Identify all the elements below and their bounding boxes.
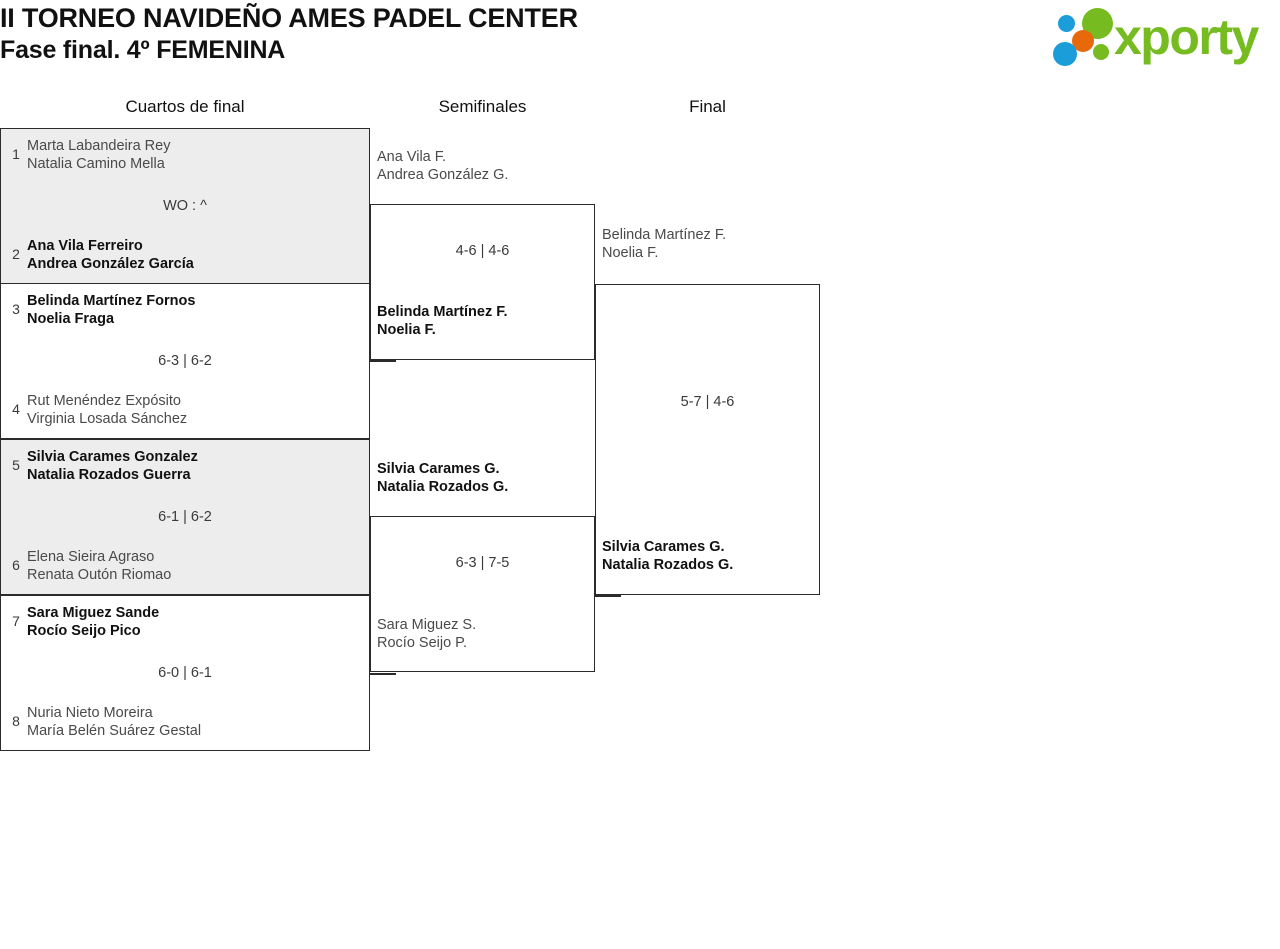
player-name: Noelia F. — [602, 245, 659, 261]
player-name: Natalia Rozados Guerra — [27, 467, 191, 483]
match-score: WO : ^ — [163, 198, 207, 214]
match-quarterfinal-1[interactable]: 1 Marta Labandeira Rey Natalia Camino Me… — [0, 128, 370, 284]
title-block: II TORNEO NAVIDEÑO AMES PADEL CENTER Fas… — [0, 2, 900, 66]
team-quarterfinal-3-bottom: Elena Sieira Agraso Renata Outón Riomao — [27, 548, 363, 584]
logo-dot-blue-top-left-icon — [1058, 15, 1075, 32]
seed-number: 6 — [12, 557, 20, 573]
xporty-logo[interactable]: xporty — [1052, 6, 1278, 68]
player-name: Rocío Seijo P. — [377, 635, 468, 651]
match-quarterfinal-4[interactable]: 7 Sara Miguez Sande Rocío Seijo Pico 6-0… — [0, 595, 370, 751]
bracket-connector — [370, 360, 396, 362]
player-name: Belinda Martínez Fornos — [27, 293, 196, 309]
player-name: Natalia Camino Mella — [27, 156, 165, 172]
seed-number: 7 — [12, 613, 20, 629]
team-quarterfinal-2-top: Belinda Martínez Fornos Noelia Fraga — [27, 292, 363, 328]
seed-number: 2 — [12, 246, 20, 262]
team-semifinal-2-top: Silvia Carames G. Natalia Rozados G. — [377, 460, 592, 496]
player-name: Silvia Carames G. — [602, 539, 725, 555]
team-final-bottom: Silvia Carames G. Natalia Rozados G. — [602, 538, 817, 574]
match-quarterfinal-3[interactable]: 5 Silvia Carames Gonzalez Natalia Rozado… — [0, 439, 370, 595]
bracket-connector — [370, 673, 396, 675]
seed-number: 5 — [12, 457, 20, 473]
team-quarterfinal-2-bottom: Rut Menéndez Expósito Virginia Losada Sá… — [27, 392, 363, 428]
player-name: Elena Sieira Agraso — [27, 549, 155, 565]
match-final[interactable]: 5-7 | 4-6 — [595, 284, 820, 595]
player-name: Noelia F. — [377, 322, 436, 338]
player-name: Belinda Martínez F. — [377, 304, 508, 320]
player-name: María Belén Suárez Gestal — [27, 723, 202, 739]
seed-number: 4 — [12, 401, 20, 417]
team-semifinal-1-bottom: Belinda Martínez F. Noelia F. — [377, 303, 592, 339]
player-name: Virginia Losada Sánchez — [27, 411, 188, 427]
team-semifinal-1-top: Ana Vila F. Andrea González G. — [377, 148, 592, 184]
seed-number: 8 — [12, 713, 20, 729]
match-score: 6-3 | 6-2 — [158, 353, 212, 369]
player-name: Sara Miguez S. — [377, 617, 477, 633]
match-score: 6-0 | 6-1 — [158, 665, 212, 681]
player-name: Natalia Rozados G. — [377, 479, 509, 495]
match-score: 6-1 | 6-2 — [158, 509, 212, 525]
tournament-subtitle: Fase final. 4º FEMENINA — [0, 36, 286, 64]
player-name: Andrea González García — [27, 256, 194, 272]
team-quarterfinal-3-top: Silvia Carames Gonzalez Natalia Rozados … — [27, 448, 363, 484]
logo-dot-green-small-icon — [1093, 44, 1109, 60]
team-quarterfinal-1-bottom: Ana Vila Ferreiro Andrea González García — [27, 237, 363, 273]
player-name: Ana Vila Ferreiro — [27, 238, 143, 254]
column-header-final: Final — [689, 97, 726, 116]
logo-dot-blue-bottom-left-icon — [1053, 42, 1077, 66]
logo-dot-orange-center-icon — [1072, 30, 1094, 52]
player-name: Sara Miguez Sande — [27, 605, 160, 621]
team-quarterfinal-4-bottom: Nuria Nieto Moreira María Belén Suárez G… — [27, 704, 363, 740]
bracket-connector — [595, 595, 621, 597]
player-name: Belinda Martínez F. — [602, 227, 727, 243]
seed-number: 1 — [12, 146, 20, 162]
match-score: 4-6 | 4-6 — [455, 243, 510, 259]
player-name: Rut Menéndez Expósito — [27, 393, 181, 409]
column-header-quarterfinals: Cuartos de final — [125, 97, 245, 116]
player-name: Renata Outón Riomao — [27, 567, 172, 583]
match-semifinal-1[interactable]: 4-6 | 4-6 — [370, 204, 595, 360]
tournament-title: II TORNEO NAVIDEÑO AMES PADEL CENTER — [0, 3, 578, 33]
match-score: 5-7 | 4-6 — [680, 394, 735, 410]
page-header: II TORNEO NAVIDEÑO AMES PADEL CENTER Fas… — [0, 0, 1280, 80]
player-name: Silvia Carames G. — [377, 461, 500, 477]
team-quarterfinal-1-top: Marta Labandeira Rey Natalia Camino Mell… — [27, 137, 363, 173]
logo-dots — [1052, 6, 1114, 66]
player-name: Silvia Carames Gonzalez — [27, 449, 198, 465]
column-header-semifinals: Semifinales — [438, 97, 527, 116]
team-quarterfinal-4-top: Sara Miguez Sande Rocío Seijo Pico — [27, 604, 363, 640]
team-semifinal-2-bottom: Sara Miguez S. Rocío Seijo P. — [377, 616, 592, 652]
team-final-top: Belinda Martínez F. Noelia F. — [602, 226, 817, 262]
logo-wordmark: xporty — [1114, 9, 1259, 65]
seed-number: 3 — [12, 301, 20, 317]
player-name: Natalia Rozados G. — [602, 557, 734, 573]
player-name: Marta Labandeira Rey — [27, 138, 171, 154]
match-score: 6-3 | 7-5 — [455, 555, 510, 571]
match-quarterfinal-2[interactable]: 3 Belinda Martínez Fornos Noelia Fraga 6… — [0, 283, 370, 439]
player-name: Andrea González G. — [377, 167, 509, 183]
player-name: Rocío Seijo Pico — [27, 623, 141, 639]
player-name: Nuria Nieto Moreira — [27, 705, 153, 721]
player-name: Ana Vila F. — [377, 149, 447, 165]
match-semifinal-2[interactable]: 6-3 | 7-5 — [370, 516, 595, 672]
player-name: Noelia Fraga — [27, 311, 115, 327]
